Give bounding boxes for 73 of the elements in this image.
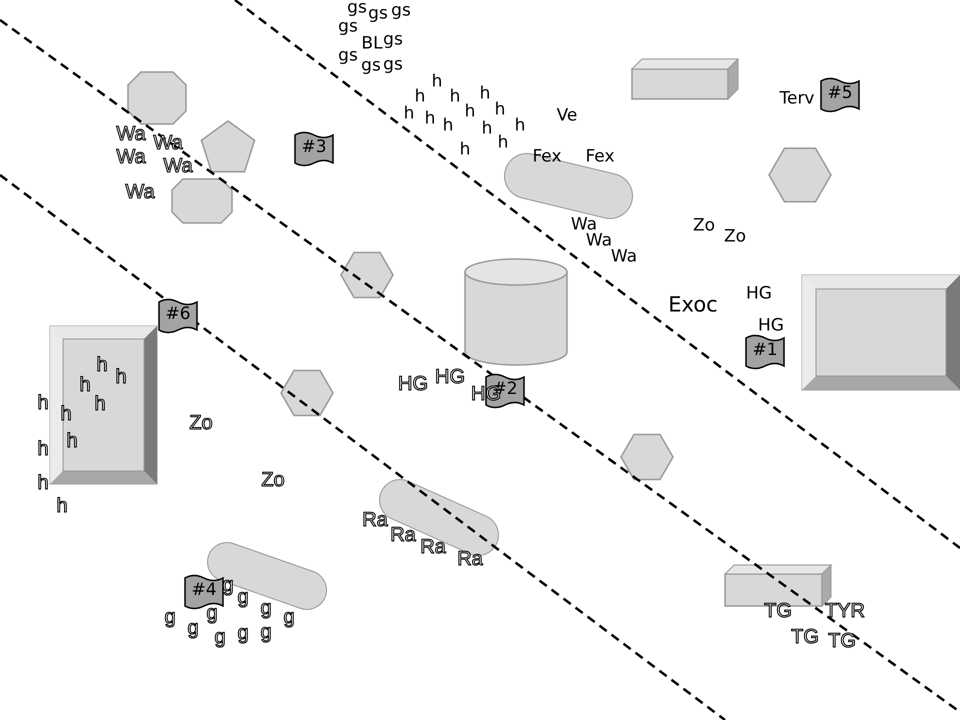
text-label: Fex	[532, 148, 562, 166]
text-label: h	[498, 134, 508, 152]
outlined-label: Zo	[189, 413, 213, 433]
outlined-label: TG	[828, 631, 856, 651]
outlined-label: h	[79, 375, 91, 395]
outlined-label: h	[94, 394, 106, 414]
text-label: h	[432, 74, 442, 90]
outlined-label: Ra	[420, 537, 446, 557]
outlined-label: h	[96, 355, 108, 375]
text-label: h	[514, 118, 526, 134]
text-label: gs	[368, 6, 388, 22]
text-label: h	[450, 88, 460, 106]
outlined-label: h	[37, 473, 49, 493]
outlined-label: h	[37, 393, 49, 413]
text-label: gs	[383, 32, 403, 48]
text-label: h	[460, 142, 470, 158]
text-label: BL	[361, 36, 383, 52]
text-label: h	[414, 88, 426, 106]
text-label: Terv	[780, 90, 814, 108]
text-label: gs	[338, 48, 358, 64]
flag-marker: #5	[820, 77, 860, 113]
text-label: Fex	[585, 148, 615, 166]
text-label: gs	[391, 2, 411, 20]
outlined-label: h	[60, 404, 72, 424]
outlined-label: Wa	[125, 182, 155, 202]
outlined-label: g	[214, 627, 226, 647]
text-label: Wa	[586, 232, 612, 250]
text-label: Exoc	[668, 294, 718, 316]
outlined-label: Zo	[261, 470, 285, 490]
outlined-label: g	[237, 623, 249, 643]
outlined-label: Wa	[116, 124, 146, 144]
text-label: h	[442, 118, 454, 134]
outlined-label: HG	[435, 367, 465, 387]
text-label: h	[404, 106, 414, 122]
text-label: h	[424, 110, 436, 128]
text-label: Zo	[724, 228, 746, 246]
outlined-label: g	[237, 587, 249, 607]
text-label: h	[464, 104, 476, 120]
outlined-label: g	[260, 598, 272, 618]
outlined-label: TYR	[825, 601, 865, 621]
outlined-label: Ra	[390, 525, 416, 545]
text-label: gs	[338, 18, 358, 36]
flag-marker: #1	[745, 334, 785, 370]
outlined-label: g	[187, 618, 199, 638]
outlined-label: h	[115, 367, 127, 387]
text-label: Wa	[570, 216, 598, 234]
outlined-label: h	[66, 431, 78, 451]
outlined-label: g	[283, 607, 295, 627]
outlined-label: h	[56, 496, 68, 516]
outlined-label: Ra	[362, 510, 388, 530]
text-label: Wa	[610, 248, 638, 266]
text-label: h	[494, 102, 506, 118]
outlined-label: TG	[764, 601, 792, 621]
text-label: gs	[347, 0, 367, 16]
text-label: gs	[383, 56, 403, 74]
outlined-label: Ra	[457, 549, 483, 569]
text-label: Ve	[556, 108, 578, 124]
outlined-label: TG	[791, 627, 819, 647]
text-label: h	[482, 120, 492, 138]
text-label: h	[480, 86, 490, 102]
outlined-label: Wa	[116, 147, 146, 167]
text-label: Zo	[692, 218, 716, 234]
outlined-label: g	[260, 622, 272, 642]
outlined-label: HG	[398, 374, 428, 394]
outlined-label: g	[164, 607, 176, 627]
outlined-label: h	[37, 439, 49, 459]
text-label: gs	[361, 58, 381, 74]
flag-marker: #3	[294, 131, 334, 167]
text-label: HG	[746, 286, 772, 302]
flag-marker: #6	[158, 298, 198, 334]
outlined-label: Wa	[163, 156, 193, 176]
outlined-label: g	[222, 575, 234, 595]
text-label: HG	[758, 318, 784, 334]
